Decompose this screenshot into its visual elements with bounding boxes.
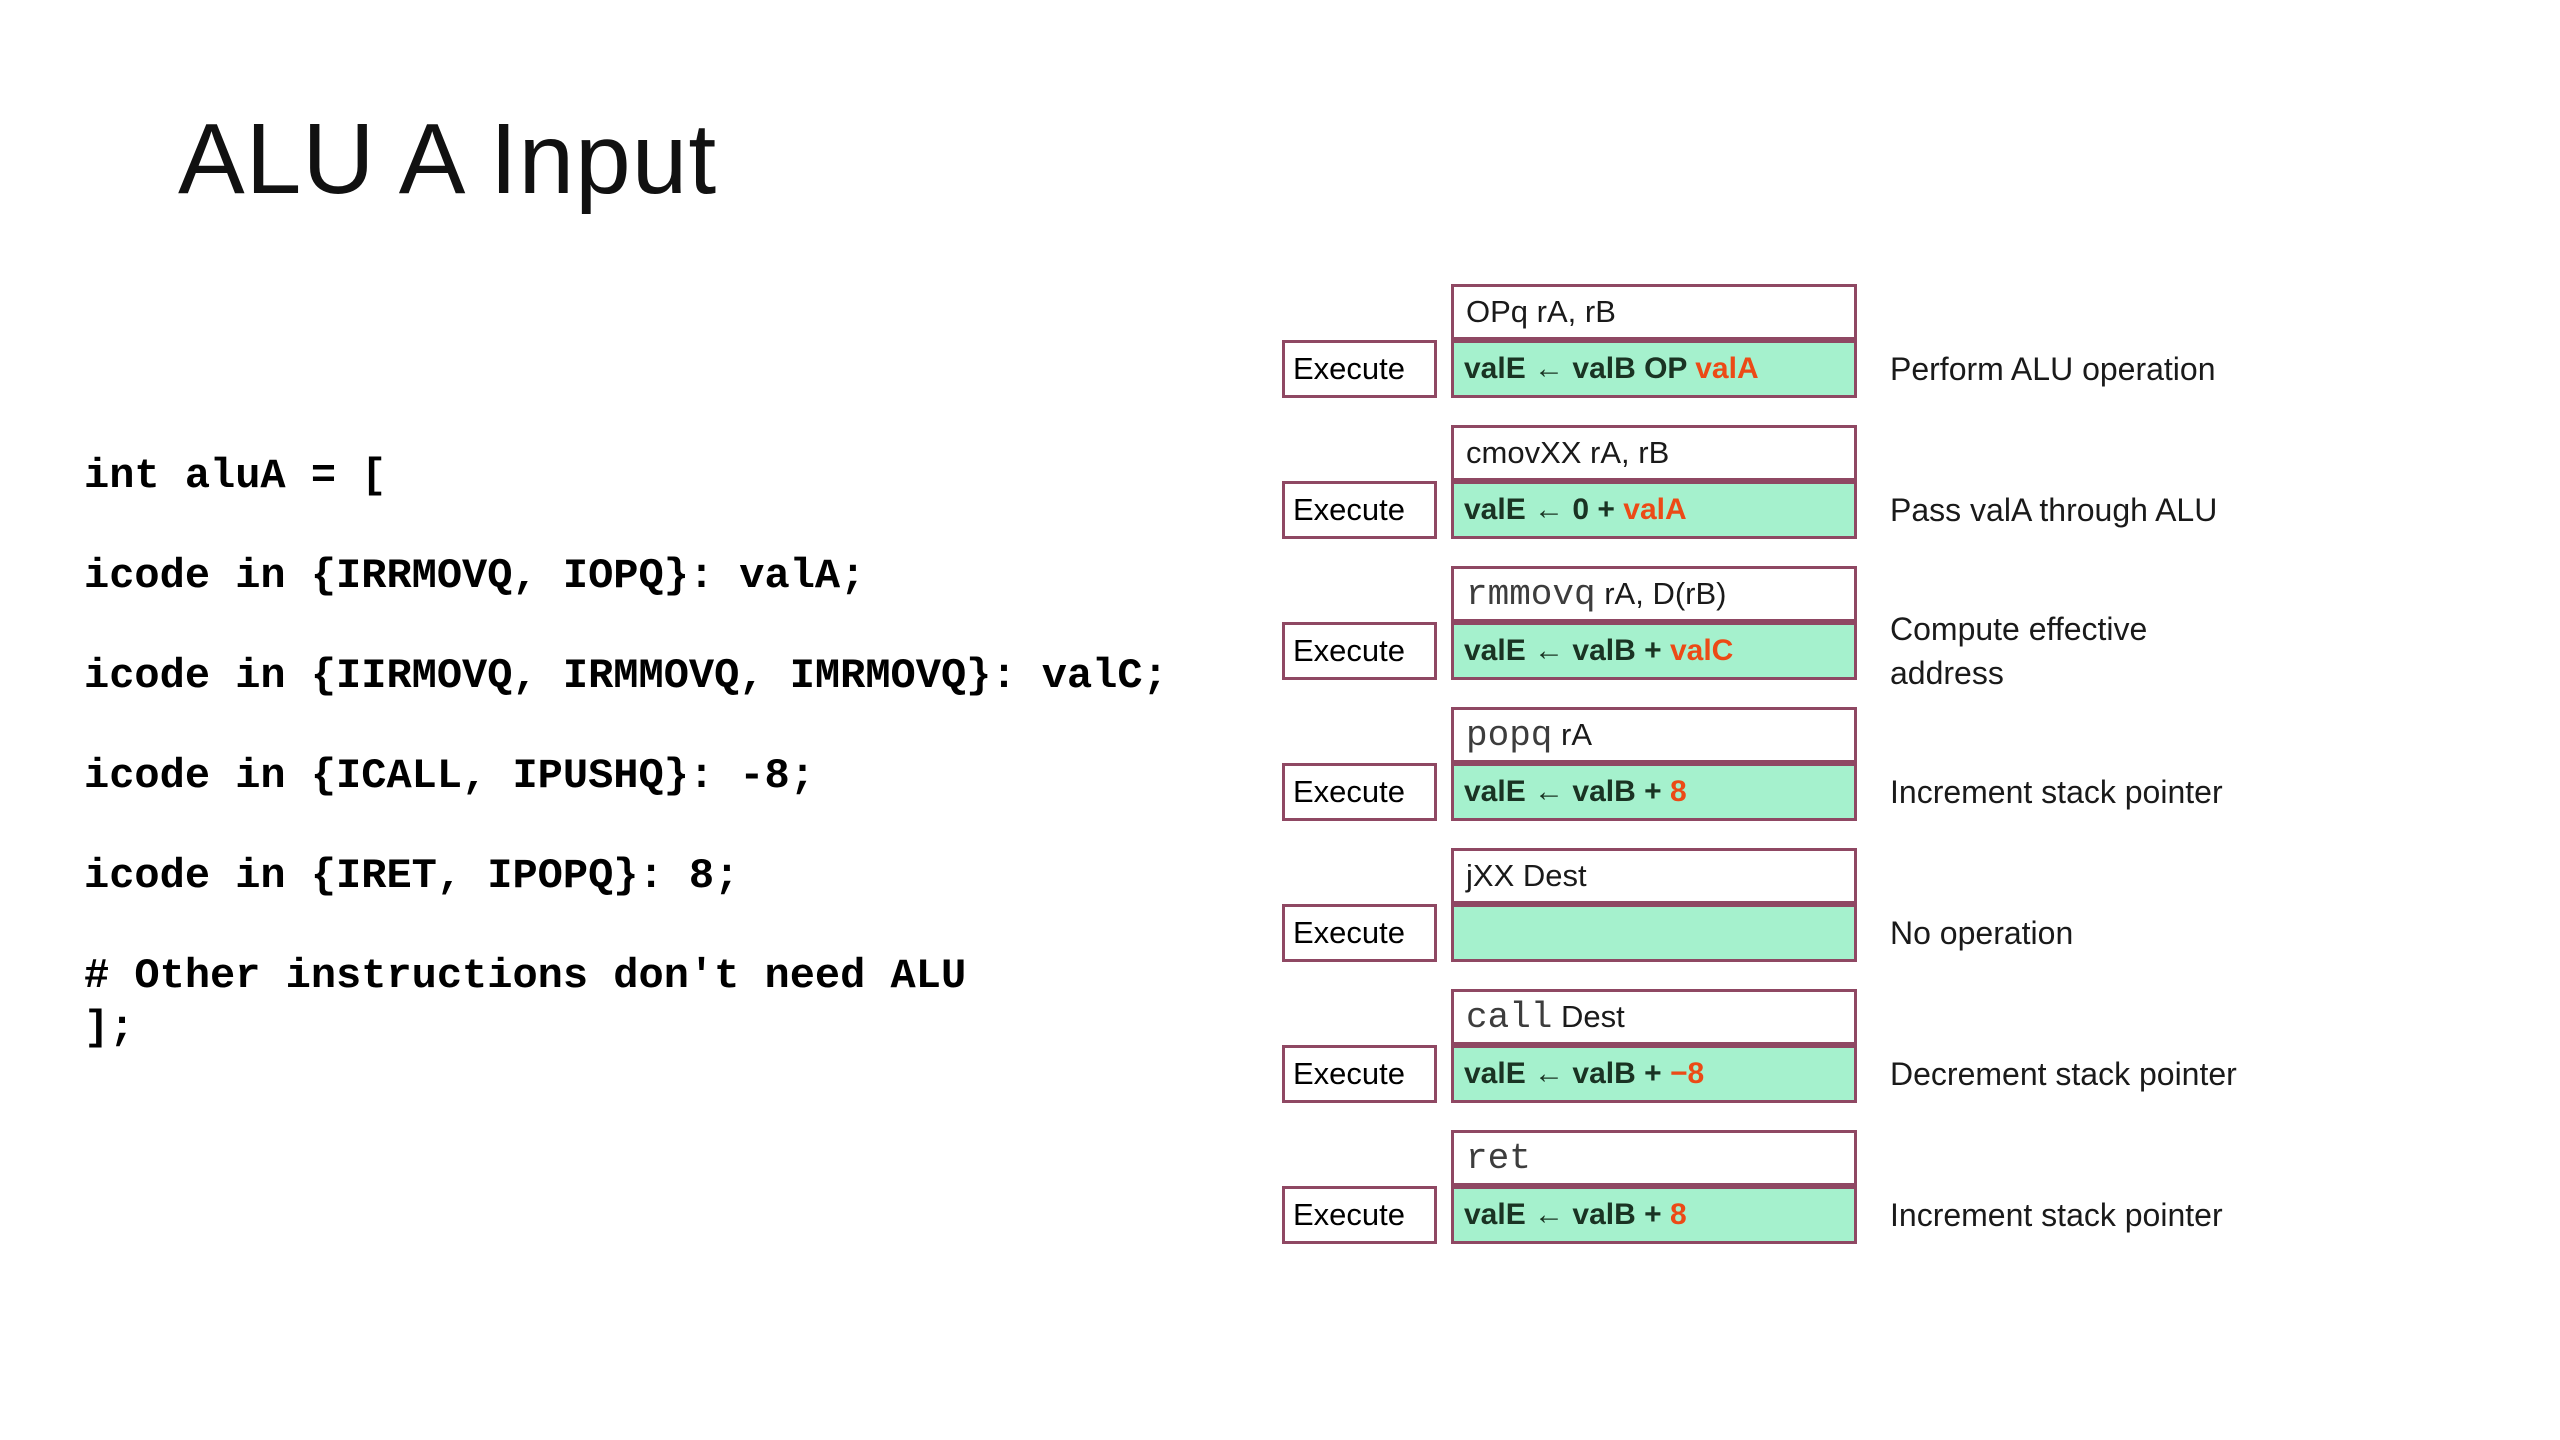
instruction-header-row: jXX Dest	[1282, 848, 2462, 904]
execute-label: Execute	[1293, 492, 1406, 527]
instruction-mnemonic-mono: call	[1466, 997, 1553, 1038]
operation-operand: valA	[1623, 493, 1687, 526]
instruction-header-row: OPq rA, rB	[1282, 284, 2462, 340]
instruction-block: rmmovq rA, D(rB) Execute valE ← valB + v…	[1282, 566, 2462, 691]
code-line: icode in {IIRMOVQ, IRMMOVQ, IMRMOVQ}: va…	[84, 652, 1168, 700]
execute-label: Execute	[1293, 915, 1406, 950]
execute-row: Execute No operation	[1282, 904, 2462, 962]
instruction-header-box: rmmovq rA, D(rB)	[1451, 566, 1857, 622]
instruction-block: ret Execute valE ← valB + 8 Increment st…	[1282, 1130, 2462, 1244]
alu-table: OPq rA, rB Execute valE ← valB OP valA P…	[1282, 284, 2462, 1271]
instruction-header-row: ret	[1282, 1130, 2462, 1186]
execute-label: Execute	[1293, 351, 1406, 386]
operation-box: valE ← 0 + valA	[1451, 481, 1857, 539]
execute-row: Execute valE ← valB + 8 Increment stack …	[1282, 1186, 2462, 1244]
instruction-mnemonic-mono: popq	[1466, 715, 1553, 756]
execute-label-box: Execute	[1282, 763, 1437, 821]
instruction-block: OPq rA, rB Execute valE ← valB OP valA P…	[1282, 284, 2462, 398]
instruction-header-row: call Dest	[1282, 989, 2462, 1045]
execute-label-box: Execute	[1282, 1045, 1437, 1103]
operation-operand: 8	[1669, 1198, 1687, 1231]
instruction-mnemonic-mono: ret	[1466, 1138, 1531, 1179]
operation-operand: 8	[1669, 775, 1687, 808]
instruction-header-row: cmovXX rA, rB	[1282, 425, 2462, 481]
instruction-header-box: ret	[1451, 1130, 1857, 1186]
instruction-block: call Dest Execute valE ← valB + −8 Decre…	[1282, 989, 2462, 1103]
instruction-header-box: call Dest	[1451, 989, 1857, 1045]
operation-description: No operation	[1890, 915, 2074, 951]
code-line: ];	[84, 1004, 135, 1052]
operation-description: Pass valA through ALU	[1890, 492, 2218, 528]
instruction-operands: cmovXX rA, rB	[1466, 435, 1670, 470]
execute-label-box: Execute	[1282, 340, 1437, 398]
operation-box: valE ← valB + −8	[1451, 1045, 1857, 1103]
code-block: int aluA = [ icode in {IRRMOVQ, IOPQ}: va…	[84, 450, 1284, 1054]
instruction-header-row: rmmovq rA, D(rB)	[1282, 566, 2462, 622]
instruction-operands: rA, D(rB)	[1595, 576, 1727, 611]
operation-description: Compute effective address	[1890, 611, 2148, 691]
execute-row: Execute valE ← valB + valC Compute effec…	[1282, 611, 2462, 691]
instruction-header-box: popq rA	[1451, 707, 1857, 763]
instruction-operands: Dest	[1552, 999, 1625, 1034]
operation-box: valE ← valB + valC	[1451, 622, 1857, 680]
instruction-operands: OPq rA, rB	[1466, 294, 1616, 329]
operation-text: valE ← valB OP	[1464, 352, 1696, 385]
execute-label: Execute	[1293, 774, 1406, 809]
code-line: icode in {ICALL, IPUSHQ}: -8;	[84, 752, 815, 800]
execute-row: Execute valE ← valB OP valA Perform ALU …	[1282, 340, 2462, 398]
operation-description: Increment stack pointer	[1890, 1197, 2223, 1233]
operation-operand: −8	[1669, 1057, 1705, 1090]
operation-text: valE ← valB +	[1464, 1057, 1670, 1090]
operation-box: valE ← valB OP valA	[1451, 340, 1857, 398]
execute-label-box: Execute	[1282, 622, 1437, 680]
operation-text: valE ← valB +	[1464, 775, 1670, 808]
execute-label-box: Execute	[1282, 481, 1437, 539]
code-line: icode in {IRRMOVQ, IOPQ}: valA;	[84, 552, 866, 600]
operation-text: valE ← valB +	[1464, 1198, 1670, 1231]
operation-text: valE ← valB +	[1464, 634, 1670, 667]
instruction-header-box: cmovXX rA, rB	[1451, 425, 1857, 481]
execute-label: Execute	[1293, 1197, 1406, 1232]
instruction-header-box: OPq rA, rB	[1451, 284, 1857, 340]
instruction-block: popq rA Execute valE ← valB + 8 Incremen…	[1282, 707, 2462, 821]
operation-box: valE ← valB + 8	[1451, 1186, 1857, 1244]
instruction-header-row: popq rA	[1282, 707, 2462, 763]
code-line: # Other instructions don't need ALU	[84, 952, 967, 1000]
operation-description: Decrement stack pointer	[1890, 1056, 2237, 1092]
instruction-block: cmovXX rA, rB Execute valE ← 0 + valA Pa…	[1282, 425, 2462, 539]
operation-box: valE ← valB + 8	[1451, 763, 1857, 821]
instruction-header-box: jXX Dest	[1451, 848, 1857, 904]
operation-text: valE ← 0 +	[1464, 493, 1624, 526]
execute-row: Execute valE ← valB + −8 Decrement stack…	[1282, 1045, 2462, 1103]
operation-operand: valC	[1669, 634, 1734, 667]
instruction-operands: rA	[1552, 717, 1593, 752]
execute-label: Execute	[1293, 633, 1406, 668]
execute-label: Execute	[1293, 1056, 1406, 1091]
instruction-operands: jXX Dest	[1466, 858, 1587, 893]
code-line: int aluA = [	[84, 452, 387, 500]
operation-operand: valA	[1695, 352, 1759, 385]
operation-description: Perform ALU operation	[1890, 351, 2216, 387]
execute-label-box: Execute	[1282, 1186, 1437, 1244]
slide-title: ALU A Input	[178, 103, 718, 215]
instruction-block: jXX Dest Execute No operation	[1282, 848, 2462, 962]
operation-description: Increment stack pointer	[1890, 774, 2223, 810]
instruction-mnemonic-mono: rmmovq	[1466, 574, 1596, 615]
execute-label-box: Execute	[1282, 904, 1437, 962]
operation-box	[1451, 904, 1857, 962]
execute-row: Execute valE ← valB + 8 Increment stack …	[1282, 763, 2462, 821]
execute-row: Execute valE ← 0 + valA Pass valA throug…	[1282, 481, 2462, 539]
code-line: icode in {IRET, IPOPQ}: 8;	[84, 852, 740, 900]
